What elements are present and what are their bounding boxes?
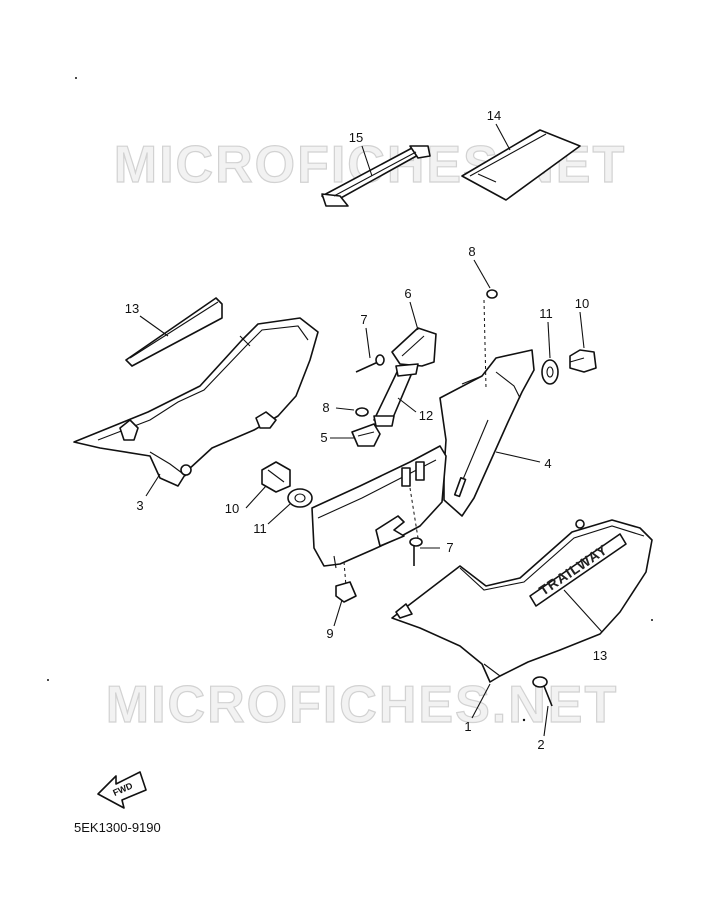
stray-dot xyxy=(75,77,77,79)
part-8-washer-top xyxy=(486,289,498,299)
callout-9: 9 xyxy=(326,626,333,641)
callout-7-lower: 7 xyxy=(446,540,453,555)
stray-dot xyxy=(651,619,653,621)
callout-10-right: 10 xyxy=(575,296,589,311)
stray-dot xyxy=(47,679,49,681)
callout-10-left: 10 xyxy=(225,501,239,516)
callout-4: 4 xyxy=(544,456,551,471)
assembly-line-9 xyxy=(343,561,347,587)
part-11-grommet-right xyxy=(541,359,559,385)
part-10-bolt-left xyxy=(261,461,291,493)
part-battery-box xyxy=(311,445,447,569)
part-1-right-side-cover: TRAILWAY xyxy=(391,519,653,683)
part-8-washer-middle xyxy=(355,407,369,417)
part-13-decal-upper xyxy=(125,297,223,367)
callout-11-left: 11 xyxy=(253,521,267,536)
part-4-frame-bracket xyxy=(439,349,535,517)
part-12-strap xyxy=(373,363,419,427)
callout-5: 5 xyxy=(320,430,327,445)
callout-6: 6 xyxy=(404,286,411,301)
part-3-left-side-cover xyxy=(73,317,319,487)
part-7-bolt-lower xyxy=(409,537,423,566)
callout-12: 12 xyxy=(419,408,433,423)
callout-11-right: 11 xyxy=(539,306,553,321)
callout-8-middle: 8 xyxy=(322,400,329,415)
assembly-line-8 xyxy=(483,299,487,389)
part-14-pad xyxy=(461,129,581,201)
callout-14: 14 xyxy=(487,108,501,123)
callout-3: 3 xyxy=(136,498,143,513)
part-7-bolt-upper xyxy=(355,354,385,373)
stray-dot xyxy=(522,718,526,722)
callout-7-upper: 7 xyxy=(360,312,367,327)
part-15-strap xyxy=(321,145,431,207)
callout-13-upper: 13 xyxy=(125,301,139,316)
part-10-bolt-right xyxy=(569,349,597,373)
callout-8-top: 8 xyxy=(468,244,475,259)
part-2-screw xyxy=(532,676,553,707)
leader-lines xyxy=(139,123,603,737)
part-9-damper xyxy=(335,581,357,603)
watermark-bottom: MICROFICHES.NET xyxy=(106,676,618,734)
part-11-grommet-left xyxy=(287,488,313,508)
fwd-arrow-icon: FWD xyxy=(97,771,147,809)
diagram-code: 5EK1300-9190 xyxy=(74,820,161,835)
part-5-clip xyxy=(351,423,381,447)
callout-15: 15 xyxy=(349,130,363,145)
part-6-bracket xyxy=(391,327,437,367)
callout-13-lower: 13 xyxy=(593,648,607,663)
assembly-line-7 xyxy=(409,487,419,539)
callout-1: 1 xyxy=(464,719,471,734)
callout-2: 2 xyxy=(537,737,544,752)
